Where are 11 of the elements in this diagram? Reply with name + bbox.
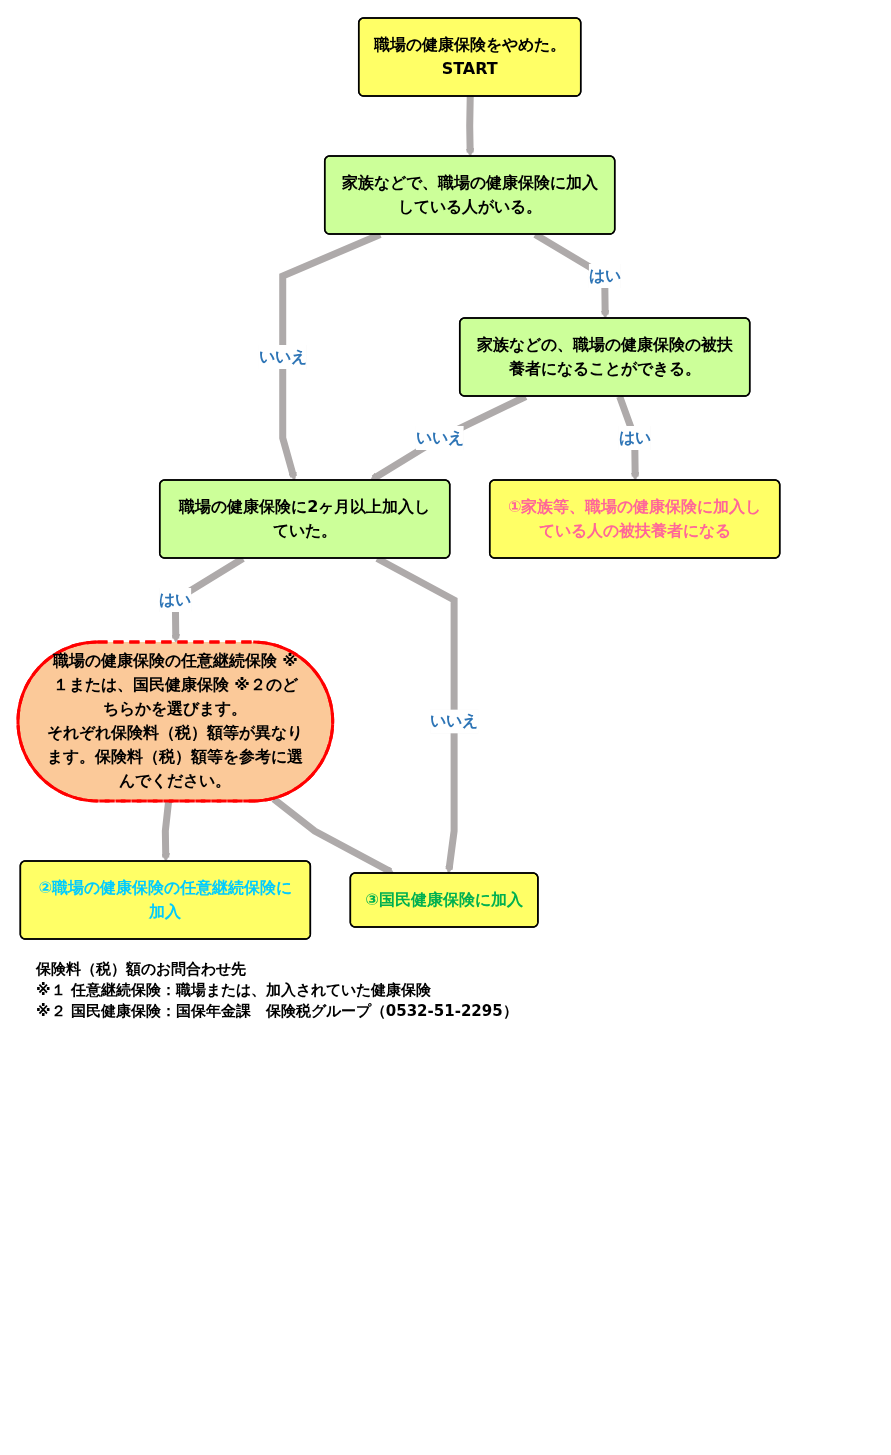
footnote: 保険料（税）額のお問合わせ先 (36, 959, 247, 980)
edge-label: いいえ (415, 427, 464, 447)
arrow (465, 96, 475, 157)
footnote: ※１ 任意継続保険：職場または、加入されていた健康保険 (36, 980, 432, 1001)
edge-label: はい (618, 427, 651, 447)
arrow (161, 801, 173, 862)
edge-label: いいえ (258, 346, 307, 366)
edge-label: はい (159, 589, 192, 609)
edge-label: はい (588, 266, 621, 285)
footnote: ※２ 国民健康保険：国保年金課 保険税グループ（0532-51-2295） (36, 1001, 519, 1022)
edge-label: いいえ (430, 711, 479, 731)
